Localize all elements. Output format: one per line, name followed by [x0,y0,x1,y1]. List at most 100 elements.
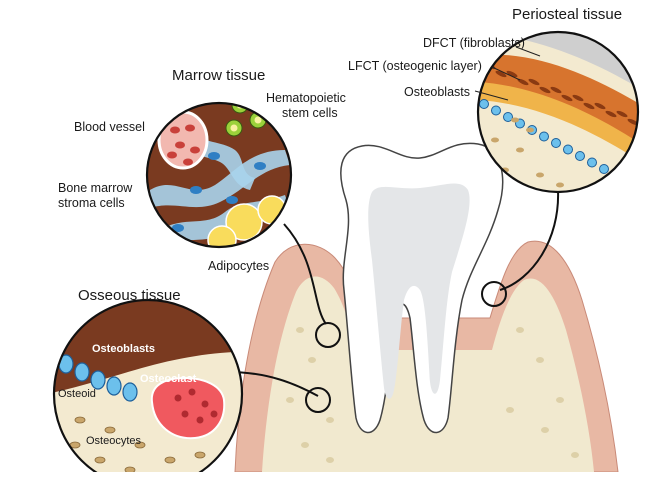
tooth [340,142,504,434]
periosteal-osteoblast [479,99,489,109]
osseous-osteoblast [74,362,90,382]
fibroblast-cell [517,78,529,86]
fibroblast-cell [539,86,551,94]
blood-vessel [157,110,209,170]
stroma-cell [226,196,238,204]
blood-cell [183,158,193,166]
stroma-label-line2: stroma cells [58,196,125,210]
blood-vessel-label: Blood vessel [74,120,145,134]
osseous-osteoblast [106,376,122,396]
bone-pore [516,327,524,333]
osseous-location-marker [305,387,331,413]
adipocytes-label: Adipocytes [208,259,269,273]
osteoid-label: Osteoid [58,388,96,400]
fibroblast-cell [561,94,573,102]
tooth-pulp [368,183,470,399]
periosteal-osteoblast [491,105,501,116]
periosteal-osteocyte [516,147,524,153]
osteoclast-cell [150,376,226,440]
periosteal-title: Periosteal tissue [512,6,622,23]
periosteal-osteoblast [551,138,561,148]
leader-lines [474,46,541,101]
marrow-title: Marrow tissue [172,67,265,84]
blood-cells [167,124,200,166]
periosteal-location-marker [481,281,507,307]
fibroblast-cell [605,110,617,118]
periosteal-osteoblast [539,131,549,142]
stroma-label-line1: Bone marrow [58,181,133,195]
bone-pore [286,397,294,403]
bone-pore [296,327,304,333]
fibroblast-cell [550,86,562,94]
osseous-osteocyte [104,426,116,434]
fibroblast-cell [583,102,595,110]
stem-cell-nucleus [230,124,238,132]
blood-cell [170,126,180,134]
adipocyte [207,225,237,247]
periosteal-osteoblast [611,170,621,181]
periosteal-osteocyte [526,127,534,133]
fibroblast-cell [572,94,584,102]
osteoclast-nucleus [210,410,218,418]
bone-pore [506,407,514,413]
bone-pore [536,357,544,363]
periosteal-osteoblasts-label: Osteoblasts [404,85,470,99]
osteoclast-nucleus [196,416,204,424]
bone-pore [326,417,334,423]
dfct-label: DFCT (fibroblasts) [423,36,525,50]
periosteal-osteoblast [575,151,585,161]
fibroblast-cell [616,110,628,118]
stroma-cell [254,162,266,170]
bone-pore [308,357,316,363]
marrow-tissue-magnified [145,101,293,249]
osteoclast-nucleus [174,394,182,402]
lfct-label: LFCT (osteogenic layer) [348,59,482,73]
osseous-bone-matrix [69,416,206,474]
bone-pore [571,452,579,458]
adipocyte [225,203,263,241]
blood-cell [167,151,177,159]
blood-cell [185,124,195,132]
bone-pores [286,327,579,463]
osteoclast-label: Osteoclast [140,373,197,385]
periosteal-osteoblast [599,164,609,174]
bone-pore [541,427,549,433]
osseous-osteocyte [94,456,106,464]
periosteal-osteoblast [563,144,573,155]
osseous-osteocyte [74,416,86,424]
marrow-location-marker [315,322,341,348]
periosteal-osteocyte [491,137,499,143]
periosteal-tissue-magnified [476,30,640,194]
osseous-osteoblasts-label: Osteoblasts [92,343,155,355]
osseous-osteoblast [90,370,106,390]
fibroblast-cell [495,70,507,78]
osseous-title: Osseous tissue [78,287,181,304]
stroma-cell [190,186,202,194]
stem-cell-nucleus [254,116,262,124]
marrow-circle-outline [145,101,293,249]
periosteal-osteoblast [587,157,597,168]
osseous-osteocyte [194,451,206,459]
fibroblast-cell [528,78,540,86]
osteoclast-nucleus [188,388,196,396]
osseous-circle-outline [52,298,244,477]
fibroblast-cell [506,70,518,78]
stroma-cell [172,224,184,232]
blood-cell [190,146,200,154]
fibroblast-cell [627,118,638,126]
periosteal-connector-line [499,189,560,291]
lfct-osteogenic-layer [478,82,638,168]
osseous-osteoblast [122,382,138,402]
bone-pore [301,442,309,448]
bone-marrow-stroma-cells [172,152,266,232]
periosteal-osteocyte [536,172,544,178]
osseous-tissue-magnified [52,298,244,477]
osseous-osteocyte [124,466,136,474]
periosteal-osteocyte [556,182,564,188]
blood-cell [175,141,185,149]
marrow-contents [150,103,290,247]
periosteal-osteoblast [503,112,513,122]
bone-pore [326,457,334,463]
periosteal-osteocyte [511,117,519,123]
